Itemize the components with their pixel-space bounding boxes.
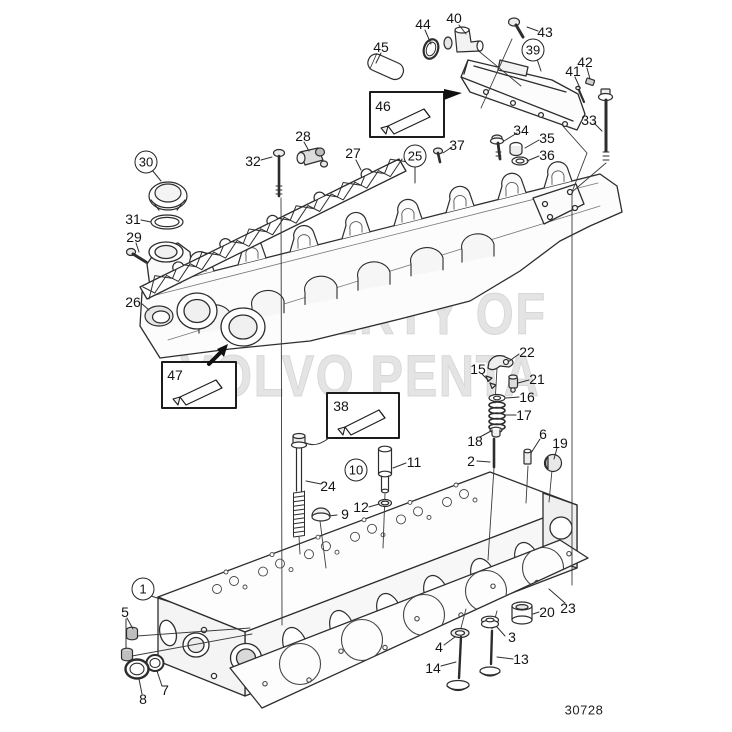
valve-rotator-3-drawing bbox=[480, 615, 500, 629]
part-label-27: 27 bbox=[345, 145, 361, 161]
part-label-46: 46 bbox=[375, 98, 391, 114]
part-label-38: 38 bbox=[333, 398, 349, 414]
part-label-45: 45 bbox=[373, 39, 389, 55]
part-label-18: 18 bbox=[467, 433, 483, 449]
part-label-11: 11 bbox=[406, 454, 422, 470]
valve-cover-drawing bbox=[460, 59, 586, 131]
dowel-6-drawing bbox=[523, 448, 532, 465]
part-label-44: 44 bbox=[415, 16, 431, 32]
part-label-13: 13 bbox=[513, 651, 529, 667]
part-label-3: 3 bbox=[508, 629, 516, 645]
bolt-29-drawing bbox=[125, 247, 148, 264]
part-callout-39: 39 bbox=[521, 38, 545, 62]
spring-retainer-16-drawing bbox=[488, 393, 506, 403]
part-label-16: 16 bbox=[519, 389, 535, 405]
part-label-36: 36 bbox=[539, 147, 555, 163]
part-label-33: 33 bbox=[581, 112, 597, 128]
bolt-33-drawing bbox=[597, 88, 614, 161]
part-label-21: 21 bbox=[529, 371, 545, 387]
part-label-6: 6 bbox=[539, 426, 547, 442]
camshaft-seal-26-drawing bbox=[144, 305, 174, 327]
part-callout-25: 25 bbox=[403, 144, 427, 168]
part-callout-30: 30 bbox=[134, 150, 158, 174]
bolt-43-drawing bbox=[507, 17, 525, 39]
sleeve-oring-12-drawing bbox=[377, 498, 393, 508]
intake-valve-14-drawing bbox=[446, 635, 470, 692]
rocker-arm-22-drawing bbox=[487, 355, 514, 371]
valve-keepers-15-drawing bbox=[485, 375, 497, 390]
injector-sleeve-11-drawing bbox=[377, 445, 393, 494]
part-label-19: 19 bbox=[552, 435, 568, 451]
part-label-7: 7 bbox=[161, 682, 169, 698]
part-label-15: 15 bbox=[470, 361, 486, 377]
exhaust-valve-13-drawing bbox=[479, 629, 501, 677]
part-label-32: 32 bbox=[245, 153, 261, 169]
part-label-20: 20 bbox=[539, 604, 555, 620]
part-label-47: 47 bbox=[167, 367, 183, 383]
tappet-20-drawing bbox=[511, 601, 533, 625]
part-label-2: 2 bbox=[467, 453, 475, 469]
sealant-box-38 bbox=[305, 392, 400, 446]
assembly-guide-lines bbox=[131, 38, 607, 657]
part-callout-1: 1 bbox=[131, 577, 155, 601]
bolt-34-drawing bbox=[489, 134, 505, 161]
oil-filler-cap-drawing bbox=[148, 181, 188, 211]
grommet-35-drawing bbox=[509, 141, 523, 157]
part-label-24: 24 bbox=[320, 478, 336, 494]
part-label-31: 31 bbox=[125, 211, 141, 227]
plugs-5-drawing bbox=[120, 626, 139, 662]
part-label-9: 9 bbox=[341, 506, 349, 522]
clip-42-drawing bbox=[585, 77, 596, 86]
hose-clamp-44-drawing bbox=[422, 38, 440, 60]
valve-cover-gasket-drawing bbox=[139, 158, 409, 300]
crankcase-breather-28-drawing bbox=[296, 147, 329, 168]
part-label-22: 22 bbox=[519, 344, 535, 360]
drawing-number: 30728 bbox=[564, 702, 604, 718]
part-label-40: 40 bbox=[446, 10, 462, 26]
bolt-32-drawing bbox=[272, 148, 286, 198]
part-label-4: 4 bbox=[435, 639, 443, 655]
part-label-42: 42 bbox=[577, 54, 593, 70]
cup-plug-19-drawing bbox=[543, 453, 563, 473]
cap-9-drawing bbox=[311, 507, 331, 522]
sealant-boxes bbox=[161, 89, 462, 446]
part-label-34: 34 bbox=[513, 122, 529, 138]
label-leader-lines bbox=[125, 24, 603, 695]
part-label-35: 35 bbox=[539, 130, 555, 146]
part-label-26: 26 bbox=[125, 294, 141, 310]
part-label-5: 5 bbox=[121, 604, 129, 620]
part-label-8: 8 bbox=[139, 691, 147, 707]
sealant-arrow-47 bbox=[207, 349, 224, 366]
spring-seat-18-drawing bbox=[489, 426, 503, 438]
part-label-29: 29 bbox=[126, 229, 142, 245]
breather-elbow-40-drawing bbox=[443, 26, 484, 53]
sealant-box-46 bbox=[369, 89, 462, 138]
seal-ring-8-drawing bbox=[124, 658, 150, 680]
head-gasket-drawing bbox=[229, 539, 589, 709]
spring-washer-4-drawing bbox=[450, 627, 470, 639]
plug-bolt-37-drawing bbox=[432, 147, 444, 164]
sealant-box-47 bbox=[161, 344, 237, 409]
part-label-37: 37 bbox=[449, 137, 465, 153]
part-label-12: 12 bbox=[353, 499, 369, 515]
head-bolt-24-drawing bbox=[290, 432, 308, 538]
part-label-17: 17 bbox=[516, 407, 532, 423]
sealant-arrow-46 bbox=[444, 89, 462, 100]
part-label-28: 28 bbox=[295, 128, 311, 144]
part-label-43: 43 bbox=[537, 24, 553, 40]
part-callout-10: 10 bbox=[344, 458, 368, 482]
part-label-23: 23 bbox=[560, 600, 576, 616]
lash-adjuster-21-drawing bbox=[508, 374, 519, 393]
part-label-14: 14 bbox=[425, 660, 441, 676]
sealant-leader-38 bbox=[305, 437, 330, 446]
part-label-41: 41 bbox=[565, 63, 581, 79]
